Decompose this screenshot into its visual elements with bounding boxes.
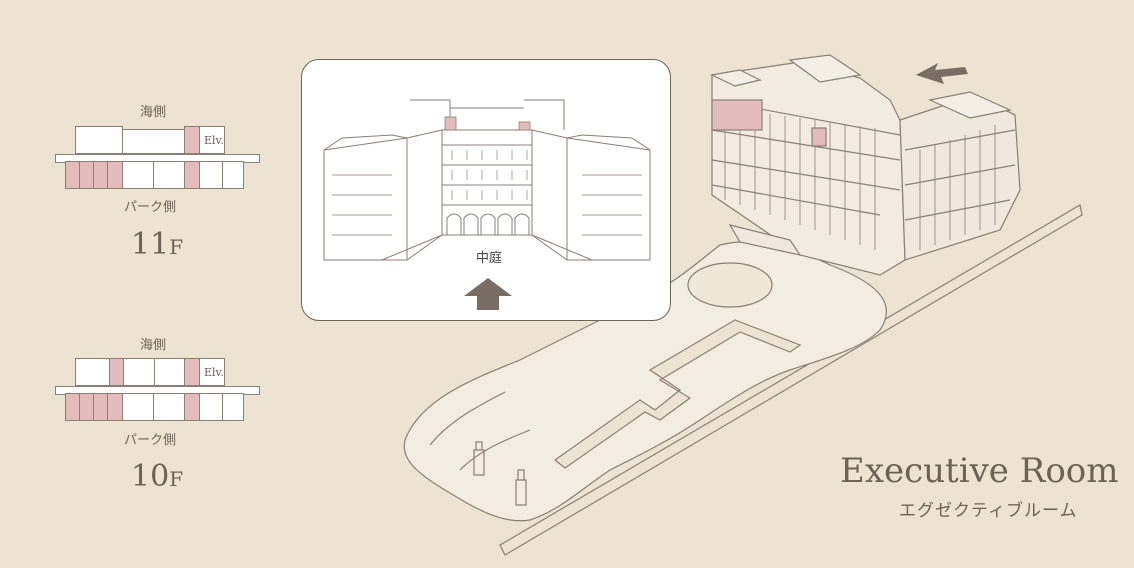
- floor-map: Elv.: [55, 126, 260, 190]
- floor-number-suffix: F: [169, 235, 184, 259]
- courtyard-view-inset: 中庭: [301, 59, 671, 321]
- floor-number-digits: 10: [131, 459, 170, 494]
- sea-side-label: 海側: [140, 105, 167, 120]
- direction-arrow-icon: [916, 63, 968, 84]
- floor-number-suffix: F: [169, 467, 184, 491]
- park-side-label: パーク側: [124, 200, 177, 215]
- room-name-japanese: エグゼクティブルーム: [899, 501, 1078, 521]
- viewpoint-arrow-icon: [464, 278, 512, 310]
- floor-number: 10F: [131, 459, 183, 494]
- floor-map: Elv.: [55, 358, 260, 422]
- room-name-english: Executive Room: [840, 451, 1119, 491]
- sea-side-label: 海側: [140, 338, 167, 353]
- floor-number: 11F: [131, 227, 183, 262]
- park-side-label: パーク側: [124, 433, 177, 448]
- elevator-label: Elv.: [204, 134, 224, 147]
- courtyard-building-drawing: [323, 99, 651, 310]
- floor-number-digits: 11: [131, 227, 170, 262]
- courtyard-label: 中庭: [476, 251, 503, 266]
- elevator-label: Elv.: [204, 366, 224, 379]
